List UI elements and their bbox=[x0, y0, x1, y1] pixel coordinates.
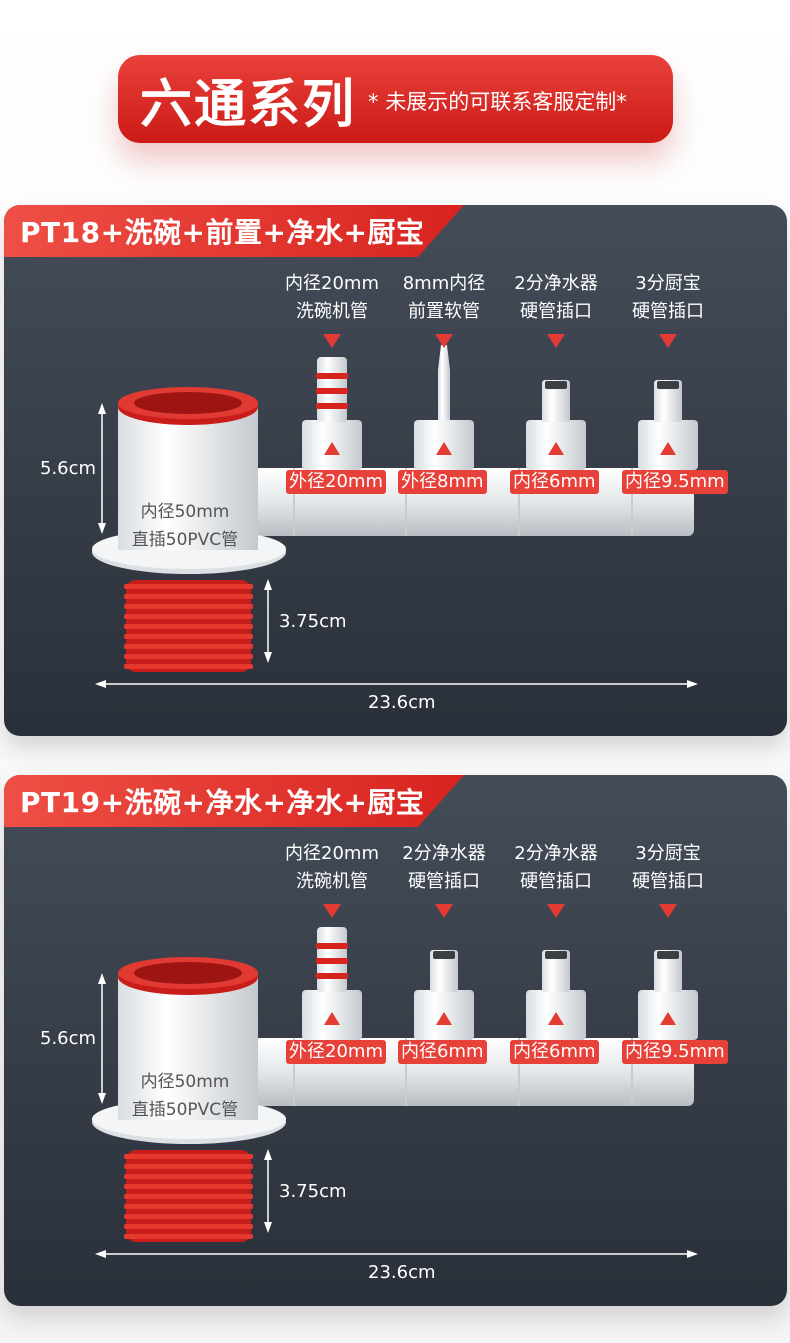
model-name: PT19+洗碗+净水+净水+厨宝 bbox=[20, 786, 425, 819]
height-dimension: 5.6cm bbox=[40, 1028, 97, 1049]
port-size-badge: 内径9.5mm bbox=[622, 1040, 728, 1064]
main-body bbox=[118, 405, 258, 550]
card-header: PT18+洗碗+前置+净水+厨宝 bbox=[4, 205, 464, 257]
thread-dimension: 3.75cm bbox=[279, 611, 347, 632]
port-pointer-arrow bbox=[547, 334, 565, 348]
width-dimension: 23.6cm bbox=[368, 692, 436, 713]
port-label-line1: 3分厨宝 bbox=[635, 843, 701, 864]
port-size-badge: 内径6mm bbox=[510, 1040, 599, 1064]
series-title: 六通系列 bbox=[140, 74, 357, 135]
port-arrow-up bbox=[324, 1012, 340, 1025]
product-card-1: PT18+洗碗+前置+净水+厨宝 内径20mm 洗碗机管外径20mm 8mm内径前置… bbox=[4, 205, 787, 736]
port-pointer-arrow bbox=[323, 904, 341, 918]
port-label-line2: 洗碗机管 bbox=[296, 871, 368, 892]
pipe-inner-diameter: 内径50mm bbox=[140, 1072, 230, 1092]
pipe-inner-diameter: 内径50mm bbox=[140, 502, 230, 522]
card-header: PT19+洗碗+净水+净水+厨宝 bbox=[4, 775, 464, 827]
product-illustration bbox=[92, 345, 698, 688]
model-name: PT18+洗碗+前置+净水+厨宝 bbox=[20, 216, 425, 249]
port-arrow-up bbox=[660, 442, 676, 455]
push-fitting bbox=[542, 950, 570, 992]
port-label-line1: 2分净水器 bbox=[514, 273, 598, 294]
port-size-badge: 内径6mm bbox=[398, 1040, 487, 1064]
port-label-line1: 内径20mm bbox=[285, 273, 379, 294]
height-dimension: 5.6cm bbox=[40, 458, 97, 479]
main-body bbox=[118, 975, 258, 1120]
port-label-line1: 8mm内径 bbox=[402, 273, 486, 294]
port-arrow-up bbox=[436, 1012, 452, 1025]
port-label-line2: 硬管插口 bbox=[408, 871, 480, 892]
port-size-badge: 内径9.5mm bbox=[622, 470, 728, 494]
port-label-line1: 2分净水器 bbox=[514, 843, 598, 864]
port-label-line2: 洗碗机管 bbox=[296, 301, 368, 322]
thread-dimension: 3.75cm bbox=[279, 1181, 347, 1202]
port-arrow-up bbox=[324, 442, 340, 455]
push-fitting bbox=[430, 950, 458, 992]
port-pointer-arrow bbox=[659, 334, 677, 348]
width-dimension: 23.6cm bbox=[368, 1262, 436, 1283]
port-size-badge: 外径8mm bbox=[398, 470, 487, 494]
port-arrow-up bbox=[660, 1012, 676, 1025]
port-label-line1: 3分厨宝 bbox=[635, 273, 701, 294]
title-banner: 六通系列 * 未展示的可联系客服定制* bbox=[118, 55, 673, 143]
port-pointer-arrow bbox=[435, 334, 453, 348]
port-label-line2: 硬管插口 bbox=[520, 871, 592, 892]
custom-note: * 未展示的可联系客服定制* bbox=[368, 90, 627, 114]
port-pointer-arrow bbox=[435, 904, 453, 918]
port-size-badge: 外径20mm bbox=[286, 470, 386, 494]
port-pointer-arrow bbox=[547, 904, 565, 918]
pipe-fit-spec: 直插50PVC管 bbox=[131, 1100, 239, 1120]
port-label-line2: 前置软管 bbox=[408, 301, 480, 322]
port-size-badge: 外径20mm bbox=[286, 1040, 386, 1064]
port-arrow-up bbox=[548, 442, 564, 455]
product-illustration bbox=[92, 927, 698, 1258]
hose-barb bbox=[438, 345, 450, 420]
port-label-line2: 硬管插口 bbox=[520, 301, 592, 322]
port-label-line2: 硬管插口 bbox=[632, 301, 704, 322]
push-fitting bbox=[654, 380, 682, 422]
pipe-fit-spec: 直插50PVC管 bbox=[131, 530, 239, 550]
port-arrow-up bbox=[436, 442, 452, 455]
port-label-line1: 2分净水器 bbox=[402, 843, 486, 864]
port-pointer-arrow bbox=[323, 334, 341, 348]
port-size-badge: 内径6mm bbox=[510, 470, 599, 494]
port-pointer-arrow bbox=[659, 904, 677, 918]
port-label-line2: 硬管插口 bbox=[632, 871, 704, 892]
port-label-line1: 内径20mm bbox=[285, 843, 379, 864]
push-fitting bbox=[542, 380, 570, 422]
push-fitting bbox=[654, 950, 682, 992]
product-card-2: PT19+洗碗+净水+净水+厨宝 内径20mm 洗碗机管外径20mm 2分净水器硬管… bbox=[4, 775, 787, 1306]
port-arrow-up bbox=[548, 1012, 564, 1025]
